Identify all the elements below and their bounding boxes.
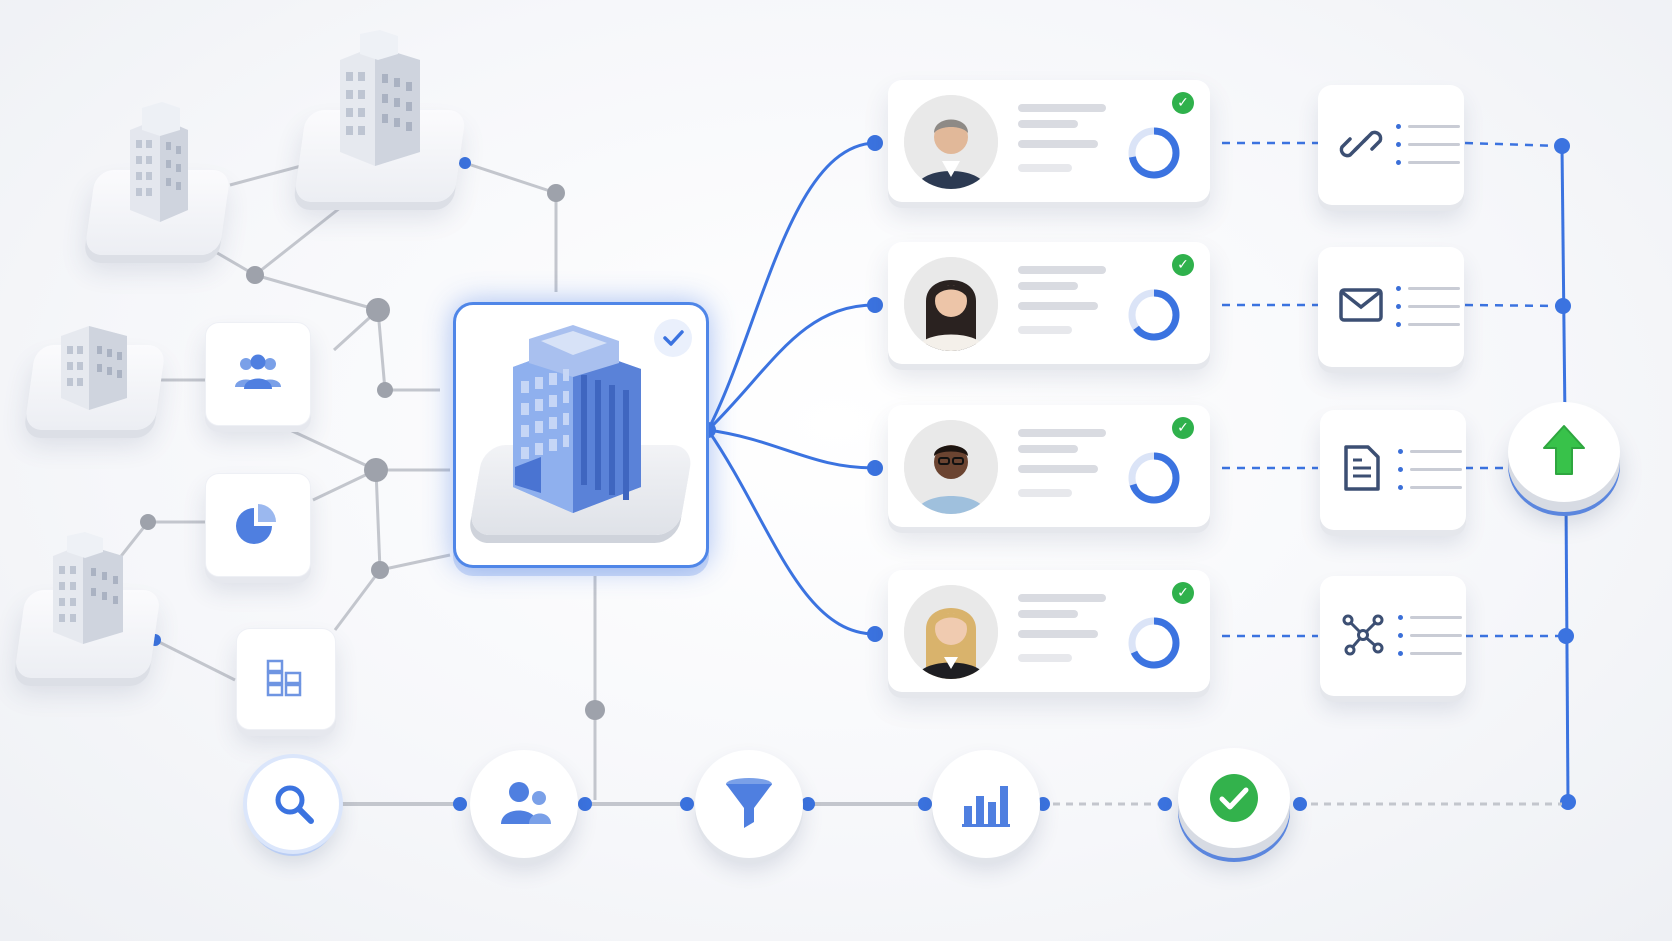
list-bullet <box>1398 651 1403 656</box>
check-circle-icon <box>1210 774 1258 822</box>
list-line <box>1408 143 1460 146</box>
list-bullet <box>1396 304 1401 309</box>
left-network-lines <box>116 161 597 800</box>
list-line <box>1410 634 1462 637</box>
pie-chart-widget[interactable] <box>205 473 311 577</box>
list-line <box>1408 161 1460 164</box>
users-widget[interactable] <box>205 322 311 426</box>
list-bullet <box>1396 160 1401 165</box>
list-line <box>1410 652 1462 655</box>
list-line <box>1410 616 1462 619</box>
progress-ring <box>1128 452 1180 504</box>
mail-icon <box>1339 288 1383 322</box>
placeholder-line <box>1018 164 1072 172</box>
dashed-links <box>1222 141 1566 638</box>
list-bullet <box>1398 449 1403 454</box>
users-icon <box>235 354 281 389</box>
placeholder-line <box>1018 266 1106 274</box>
hierarchy-widget[interactable] <box>236 628 336 730</box>
list-line <box>1410 486 1462 489</box>
search-node[interactable] <box>247 758 339 850</box>
profile-card[interactable]: ✓ <box>888 80 1210 202</box>
profile-card[interactable]: ✓ <box>888 242 1210 364</box>
bar-chart-icon <box>962 786 1010 827</box>
placeholder-line <box>1018 594 1106 602</box>
list-line <box>1408 305 1460 308</box>
list-bullet <box>1398 485 1403 490</box>
progress-ring <box>1128 127 1180 179</box>
list-bullet <box>1398 633 1403 638</box>
hierarchy-icon <box>266 659 302 697</box>
check-badge-icon <box>654 319 692 357</box>
list-bullet <box>1396 142 1401 147</box>
filter-node[interactable] <box>695 750 803 858</box>
upload-node[interactable] <box>1508 402 1620 502</box>
progress-ring <box>1128 289 1180 341</box>
progress-ring <box>1128 617 1180 669</box>
document-icon <box>1344 445 1380 491</box>
woman-avatar-icon <box>904 585 998 679</box>
list-line <box>1408 287 1460 290</box>
right-rail-dots <box>1554 138 1576 810</box>
placeholder-line <box>1018 104 1106 112</box>
list-line <box>1410 468 1462 471</box>
placeholder-line <box>1018 120 1078 128</box>
man-avatar-icon <box>904 95 998 189</box>
placeholder-line <box>1018 654 1072 662</box>
right-rail <box>1560 145 1570 803</box>
profile-card[interactable]: ✓ <box>888 570 1210 692</box>
placeholder-line <box>1018 140 1098 148</box>
list-bullet <box>1398 615 1403 620</box>
list-line <box>1410 450 1462 453</box>
placeholder-line <box>1018 465 1098 473</box>
building-icon <box>61 326 127 410</box>
users-icon <box>501 782 551 824</box>
placeholder-line <box>1018 630 1098 638</box>
filter-icon <box>726 778 772 828</box>
verified-check-icon: ✓ <box>1172 254 1194 276</box>
network-tile[interactable] <box>1320 576 1466 696</box>
list-bullet <box>1396 322 1401 327</box>
list-line <box>1408 125 1460 128</box>
mail-tile[interactable] <box>1318 247 1464 367</box>
placeholder-line <box>1018 429 1106 437</box>
pipeline-lines <box>340 797 1562 811</box>
list-line <box>1408 323 1460 326</box>
building-icon <box>53 532 123 644</box>
profile-card[interactable]: ✓ <box>888 405 1210 527</box>
link-tile[interactable] <box>1318 85 1464 205</box>
list-bullet <box>1398 467 1403 472</box>
building-icon <box>130 102 188 222</box>
verified-check-icon: ✓ <box>1172 582 1194 604</box>
link-icon <box>1339 130 1383 158</box>
man-avatar-icon <box>904 420 998 514</box>
office-building-icon <box>513 325 641 513</box>
placeholder-line <box>1018 489 1072 497</box>
verified-check-icon: ✓ <box>1172 92 1194 114</box>
placeholder-line <box>1018 610 1078 618</box>
upload-arrow-icon <box>1543 425 1585 475</box>
document-tile[interactable] <box>1320 410 1466 530</box>
placeholder-line <box>1018 445 1078 453</box>
list-bullet <box>1396 124 1401 129</box>
placeholder-line <box>1018 326 1072 334</box>
woman-avatar-icon <box>904 257 998 351</box>
verified-check-icon: ✓ <box>1172 417 1194 439</box>
complete-node[interactable] <box>1178 748 1290 848</box>
building-icon <box>340 30 420 166</box>
network-icon <box>1342 614 1384 656</box>
pie-chart-icon <box>236 504 276 544</box>
placeholder-line <box>1018 302 1098 310</box>
list-bullet <box>1396 286 1401 291</box>
hub-branch-lines <box>706 141 876 636</box>
bar-chart-node[interactable] <box>932 750 1040 858</box>
placeholder-line <box>1018 282 1078 290</box>
users-node[interactable] <box>470 750 578 858</box>
search-icon <box>275 785 314 824</box>
central-hub-card[interactable] <box>453 302 709 568</box>
